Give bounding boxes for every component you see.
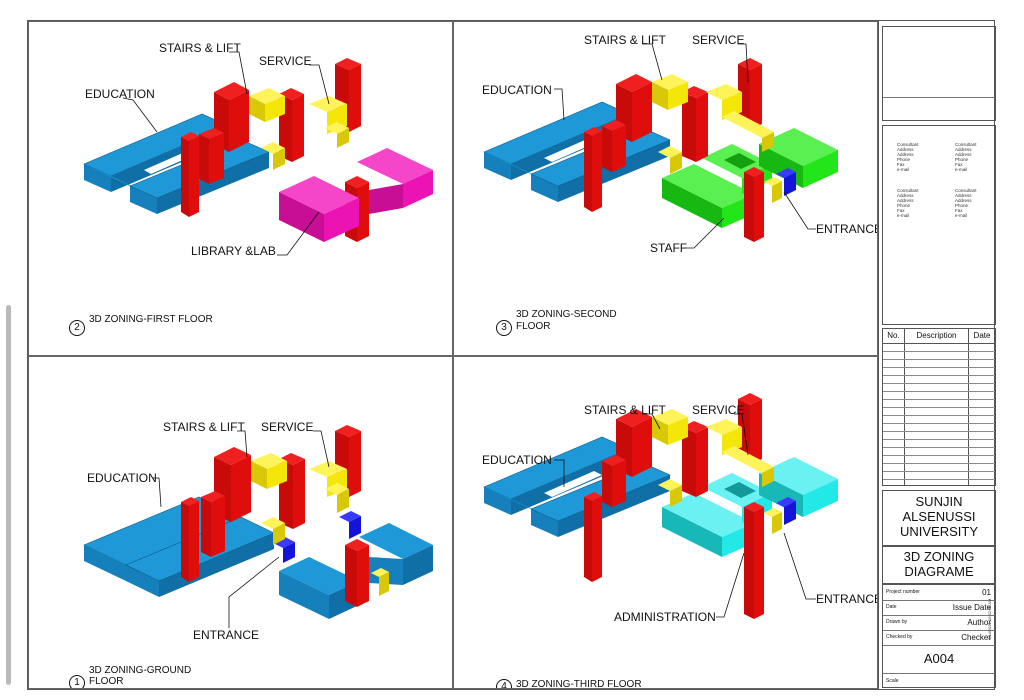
label-administration: ADMINISTRATION — [614, 610, 716, 624]
service-zone — [251, 453, 389, 596]
date-value: Issue Date — [952, 603, 991, 612]
administration-zone — [662, 457, 838, 557]
view-caption-line-2: FLOOR — [89, 676, 124, 687]
label-entrance: ENTRANCE — [816, 222, 878, 236]
staff-zone — [662, 128, 838, 228]
label-leaders — [554, 43, 816, 249]
label-education: EDUCATION — [85, 87, 155, 101]
revision-header-no: No. — [883, 329, 905, 343]
panel-third-floor: STAIRS & LIFT SERVICE EDUCATION ADMINIST… — [453, 356, 878, 689]
view-caption: 3D ZONING-THIRD FLOOR — [516, 679, 642, 689]
sheet-info-box: Project number 01 Date Issue Date Drawn … — [882, 584, 996, 688]
panel-first-floor: STAIRS & LIFT SERVICE EDUCATION LIBRARY … — [28, 21, 453, 356]
stairs-lift-zone — [584, 393, 764, 619]
education-zone — [83, 496, 433, 619]
second-floor-diagram: STAIRS & LIFT SERVICE EDUCATION STAFF EN… — [482, 33, 878, 255]
client-name-line-1: SUNJIN — [915, 494, 963, 509]
view-caption: 3D ZONING-FIRST FLOOR — [89, 314, 213, 325]
project-number-label: Project number — [886, 589, 920, 595]
entrance-zone — [776, 168, 796, 196]
service-zone — [652, 409, 782, 534]
drawn-by-label: Drawn by — [886, 619, 908, 625]
revision-table: No. Description Date — [882, 328, 996, 486]
label-leaders — [554, 413, 816, 618]
third-floor-diagram: STAIRS & LIFT SERVICE EDUCATION ADMINIST… — [482, 393, 878, 624]
service-zone — [652, 74, 782, 203]
label-entrance: ENTRANCE — [816, 592, 878, 606]
revision-header-description: Description — [905, 329, 969, 343]
stairs-lift-zone — [584, 58, 764, 242]
label-education: EDUCATION — [87, 471, 157, 485]
label-library-lab: LIBRARY &LAB — [191, 244, 276, 258]
library-lab-zone — [279, 148, 433, 242]
ground-floor-diagram: STAIRS & LIFT SERVICE EDUCATION ENTRANCE — [83, 420, 433, 642]
view-number: 3 — [496, 320, 512, 336]
checked-by-label: Checked by — [886, 634, 913, 640]
sheet-title-line-1: 3D ZONING — [903, 549, 975, 564]
first-floor-diagram: STAIRS & LIFT SERVICE EDUCATION LIBRARY … — [83, 41, 433, 258]
sheet-title-box: 3D ZONING DIAGRAME — [882, 546, 996, 584]
label-education: EDUCATION — [482, 83, 552, 97]
label-entrance: ENTRANCE — [193, 628, 259, 642]
service-zone — [249, 88, 349, 170]
label-staff: STAFF — [650, 241, 687, 255]
checked-by-value: Checker — [961, 633, 991, 642]
sheet-title-line-2: DIAGRAME — [904, 564, 974, 579]
label-service: SERVICE — [261, 420, 313, 434]
view-caption-line-1: 3D ZONING-GROUND — [89, 665, 192, 676]
stairs-lift-zone — [181, 425, 369, 607]
panel-second-floor: STAIRS & LIFT SERVICE EDUCATION STAFF EN… — [453, 21, 878, 356]
client-name-box: SUNJIN ALSENUSSI UNIVERSITY — [882, 490, 996, 546]
label-service: SERVICE — [692, 403, 744, 417]
label-leaders — [122, 51, 330, 256]
label-stairs-lift: STAIRS & LIFT — [163, 420, 245, 434]
label-stairs-lift: STAIRS & LIFT — [159, 41, 241, 55]
panel-ground-floor: STAIRS & LIFT SERVICE EDUCATION ENTRANCE… — [28, 356, 453, 689]
entrance-zone — [273, 511, 361, 563]
label-stairs-lift: STAIRS & LIFT — [584, 403, 666, 417]
label-service: SERVICE — [692, 33, 744, 47]
logo-box — [882, 26, 996, 121]
revision-rows — [883, 343, 995, 486]
drawing-sheet: STAIRS & LIFT SERVICE EDUCATION LIBRARY … — [27, 20, 996, 690]
revision-header-date: Date — [973, 331, 991, 340]
view-number: 1 — [69, 675, 85, 688]
view-number: 2 — [69, 320, 85, 336]
label-education: EDUCATION — [482, 453, 552, 467]
client-name-line-2: ALSENUSSI — [902, 509, 976, 524]
print-timestamp: 6/14/2021 10:42:43 AM — [987, 598, 992, 640]
view-number: 4 — [496, 679, 512, 688]
scale-label: Scale — [886, 678, 899, 684]
view-caption-line-2: FLOOR — [516, 321, 551, 332]
client-name-line-3: UNIVERSITY — [899, 524, 978, 539]
sheet-number: A004 — [923, 651, 955, 666]
label-leaders — [153, 430, 330, 628]
label-service: SERVICE — [259, 54, 311, 68]
entrance-zone — [776, 497, 796, 525]
date-label: Date — [886, 604, 897, 610]
view-caption-line-1: 3D ZONING-SECOND — [516, 309, 617, 320]
label-stairs-lift: STAIRS & LIFT — [584, 33, 666, 47]
scrollbar[interactable] — [6, 305, 11, 685]
project-number-value: 01 — [982, 588, 991, 597]
drawn-by-value: Author — [967, 618, 991, 627]
